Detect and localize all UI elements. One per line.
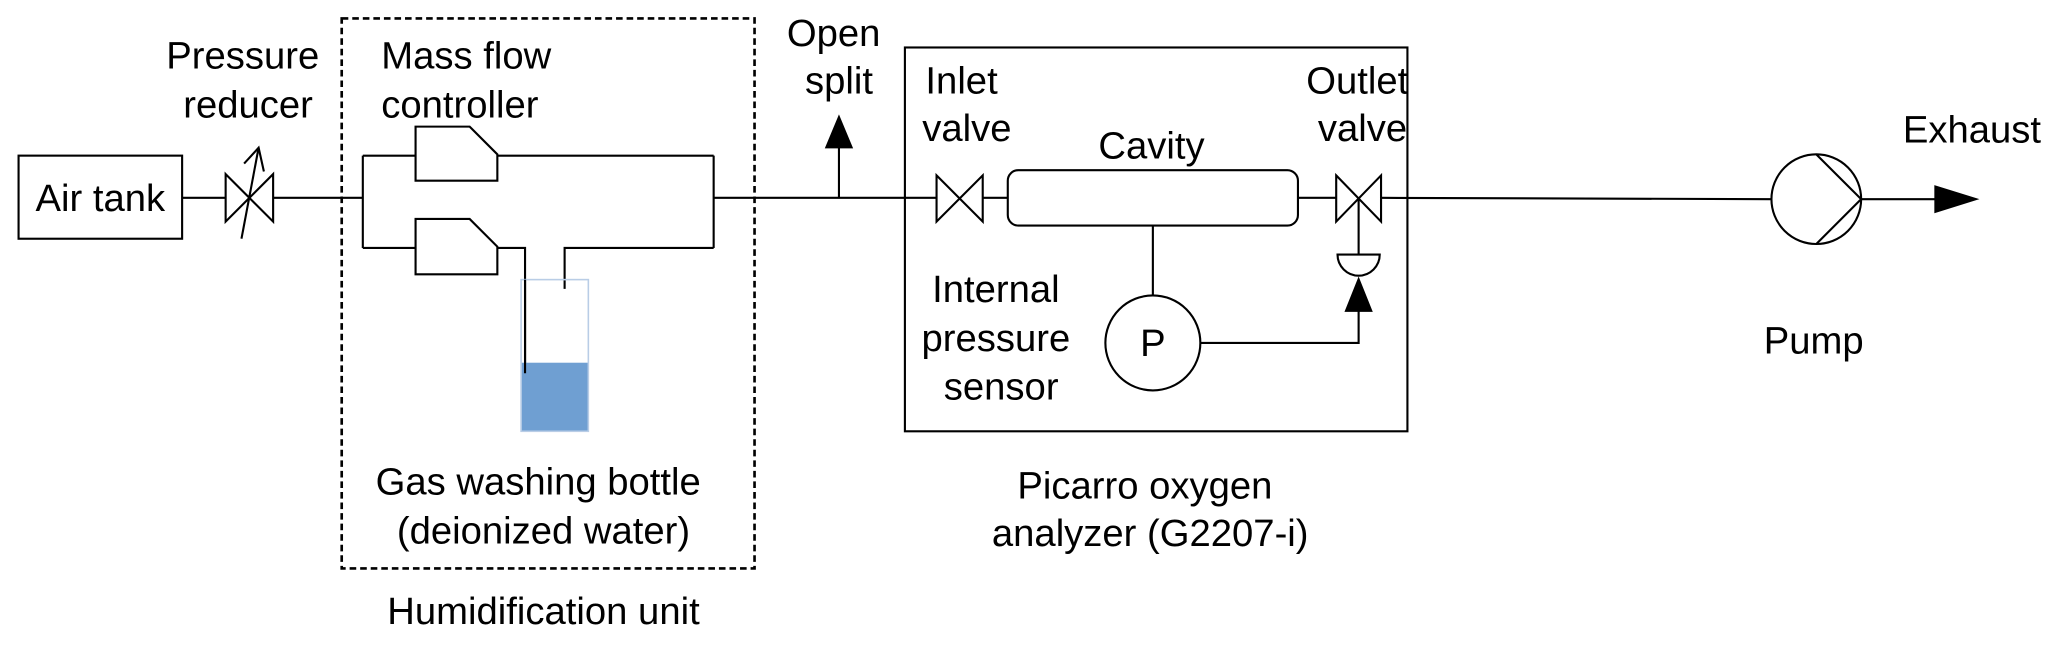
- cavity-icon: [1006, 169, 1300, 227]
- pressure-symbol: P: [1140, 322, 1166, 365]
- pump-icon: [1770, 153, 1863, 246]
- gas-washing-bottle-label: Gas washing bottle (deionized water): [376, 461, 712, 553]
- mass-flow-controller-icon: [414, 125, 499, 182]
- mass-flow-controller-label: Mass flow controller: [381, 35, 562, 127]
- exhaust-arrow-icon: [1861, 185, 1980, 214]
- cavity-label: Cavity: [1098, 124, 1205, 167]
- air-tank-label: Air tank: [36, 177, 167, 220]
- outlet-valve-icon: [1335, 172, 1383, 277]
- pressure-reducer-label: Pressure reducer: [166, 35, 330, 127]
- analyzer-boundary: [903, 46, 1409, 433]
- mass-flow-controller-icon: [414, 217, 499, 276]
- humidification-unit-boundary: [340, 17, 756, 570]
- exhaust-label: Exhaust: [1903, 108, 2042, 151]
- inlet-valve-label: Inlet valve: [922, 60, 1011, 150]
- pump-label: Pump: [1764, 319, 1864, 362]
- gas-washing-bottle-icon: [520, 278, 590, 433]
- signal-arrow-icon: [1344, 276, 1373, 312]
- air-tank-box: [17, 154, 184, 240]
- open-split-label: Open split: [787, 12, 891, 102]
- air-tank: Air tank: [17, 154, 184, 240]
- outlet-valve-label: Outlet valve: [1306, 60, 1419, 150]
- inlet-valve-icon: [935, 172, 984, 225]
- pipe-to-pump: [1381, 196, 1772, 201]
- humidification-unit-label: Humidification unit: [387, 590, 700, 633]
- pipes-humidification: [273, 154, 715, 374]
- water-fill: [521, 362, 589, 432]
- pressure-sensor: P: [1104, 225, 1373, 392]
- internal-pressure-sensor-label: Internal pressure sensor: [921, 268, 1080, 409]
- analyzer-label: Picarro oxygen analyzer (G2207-i): [992, 465, 1309, 555]
- pressure-reducer-valve-icon: [224, 145, 275, 239]
- open-split-arrow-icon: [824, 114, 854, 198]
